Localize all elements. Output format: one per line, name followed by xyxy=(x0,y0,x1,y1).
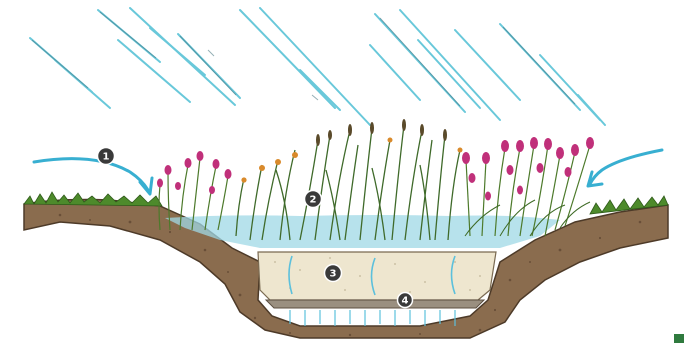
marker-2-label: 2 xyxy=(310,195,317,206)
marker-3: 3 xyxy=(325,265,342,282)
gravel-drainage-layer xyxy=(266,300,484,308)
inflow-arrow-left xyxy=(34,159,148,190)
ground-grass-left xyxy=(24,192,162,206)
inflow-arrowhead-right xyxy=(588,172,602,186)
marker-4: 4 xyxy=(398,293,413,308)
inflow-arrow-right xyxy=(590,150,662,184)
marker-3-label: 3 xyxy=(330,269,337,280)
seed-heads xyxy=(316,119,447,146)
right-magenta-flowers xyxy=(462,137,594,201)
corner-mark xyxy=(674,334,684,343)
marker-4-label: 4 xyxy=(402,295,409,306)
marker-1: 1 xyxy=(98,148,115,165)
filter-media-layer xyxy=(258,252,496,300)
marker-1-label: 1 xyxy=(103,152,110,163)
rain-streaks-dark xyxy=(32,12,575,106)
marker-2: 2 xyxy=(305,191,322,208)
